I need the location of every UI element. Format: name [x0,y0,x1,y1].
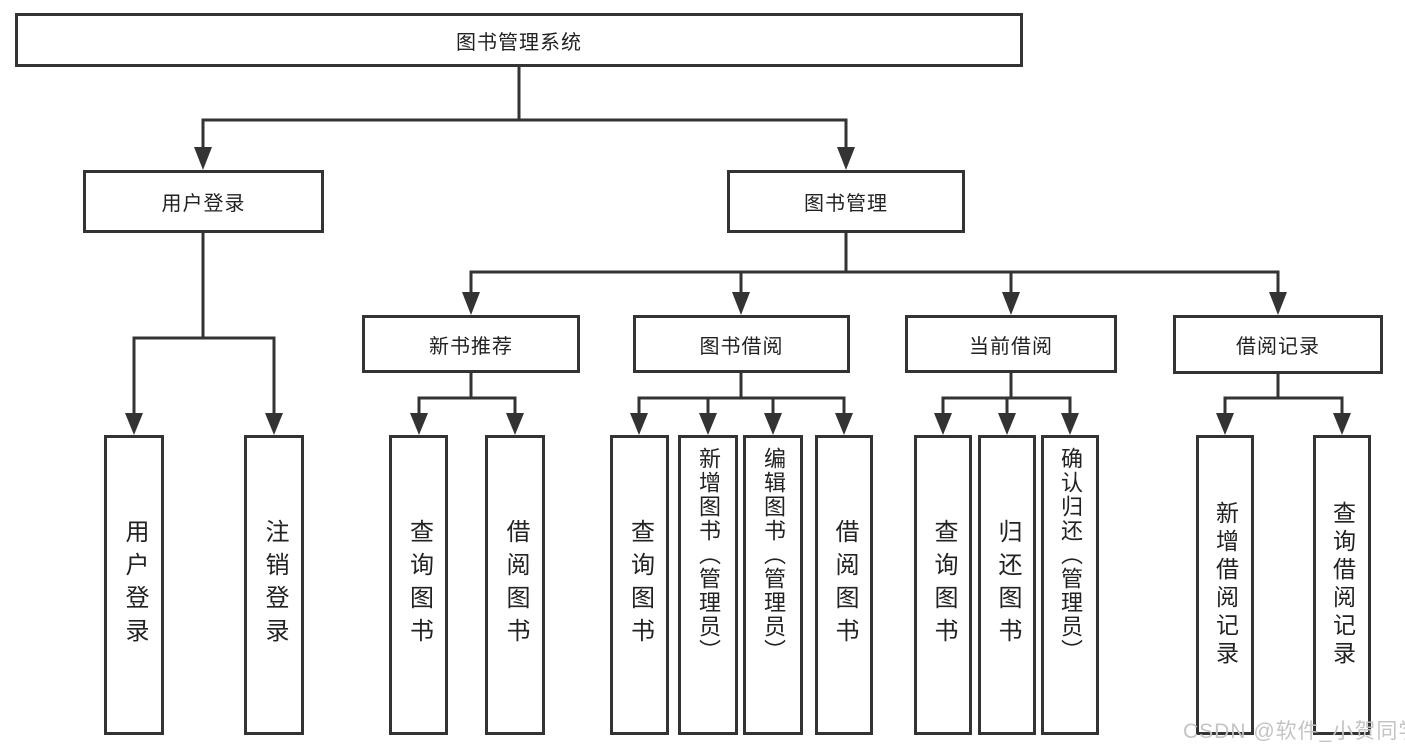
node-label: 新增图书（管理员） [696,447,721,663]
node-current-borrow: 当前借阅 [905,315,1117,373]
connector-root-to-level2 [201,67,848,150]
node-label: 图书管理系统 [456,31,582,54]
node-leaf-edit-books-admin: 编辑图书（管理员） [743,435,803,735]
arrowhead [837,147,855,170]
node-user-login: 用户登录 [83,170,324,233]
connector-new-book-branch [417,373,517,416]
node-label: 编辑图书（管理员） [761,447,786,663]
node-book-management: 图书管理 [727,170,965,233]
node-label: 查询借阅记录 [1329,501,1356,669]
node-leaf-add-books-admin: 新增图书（管理员） [678,435,738,735]
arrowhead [1269,292,1287,315]
node-label: 借阅图书 [831,519,858,651]
node-leaf-borrow-books-1: 借阅图书 [485,435,545,735]
node-library-management-system: 图书管理系统 [15,13,1023,67]
arrowhead [1216,413,1234,435]
connector-borrow-record-branch [1223,373,1344,416]
node-label: 归还图书 [994,519,1021,651]
node-new-book-recommend: 新书推荐 [362,315,580,373]
node-label: 新书推荐 [429,335,513,358]
node-leaf-query-books-1: 查询图书 [389,435,448,735]
node-label: 当前借阅 [969,335,1053,358]
node-leaf-add-borrow-record: 新增借阅记录 [1196,435,1254,735]
arrowhead [125,413,143,435]
arrowhead [764,413,782,435]
node-label: 新增借阅记录 [1212,501,1239,669]
node-label: 查询图书 [930,519,957,651]
node-label: 图书借阅 [699,335,784,358]
arrowhead [732,292,750,315]
node-leaf-user-login: 用户登录 [104,435,164,735]
arrowhead [630,413,648,435]
connector-book-mgmt-branch [469,233,1280,295]
arrowhead [462,292,480,315]
node-borrow-record: 借阅记录 [1173,315,1383,374]
node-leaf-return-books: 归还图书 [978,435,1036,735]
arrowhead [1002,292,1020,315]
arrowhead [934,413,952,435]
node-leaf-query-books-2: 查询图书 [610,435,669,735]
arrowhead [998,413,1016,435]
node-leaf-borrow-books-2: 借阅图书 [815,435,873,735]
arrowhead [1333,413,1351,435]
node-label: 图书管理 [804,193,888,215]
arrowhead [699,413,717,435]
node-label: 注销登录 [261,519,288,651]
arrowhead [194,147,212,170]
node-label: 查询图书 [405,519,433,651]
node-leaf-query-books-3: 查询图书 [914,435,972,735]
arrowhead [1061,413,1079,435]
node-leaf-logout: 注销登录 [244,435,304,735]
node-leaf-confirm-return-admin: 确认归还（管理员） [1041,435,1099,735]
node-label: 用户登录 [161,193,246,215]
node-label: 确认归还（管理员） [1058,447,1083,663]
csdn-watermark: CSDN @软件_小贺同学 [1183,720,1405,743]
node-label: 用户登录 [121,519,148,651]
connector-book-borrow-branch [637,373,846,416]
connector-current-borrow-branch [941,373,1072,416]
node-leaf-query-borrow-record: 查询借阅记录 [1313,435,1371,735]
arrowhead [265,413,283,435]
arrowhead [506,413,524,435]
arrowhead [835,413,853,435]
node-label: 查询图书 [626,519,654,651]
node-book-borrow: 图书借阅 [633,315,850,373]
node-label: 借阅记录 [1236,336,1320,358]
node-label: 借阅图书 [502,519,529,651]
connector-user-login-branch [132,233,276,415]
arrowhead [410,413,428,435]
